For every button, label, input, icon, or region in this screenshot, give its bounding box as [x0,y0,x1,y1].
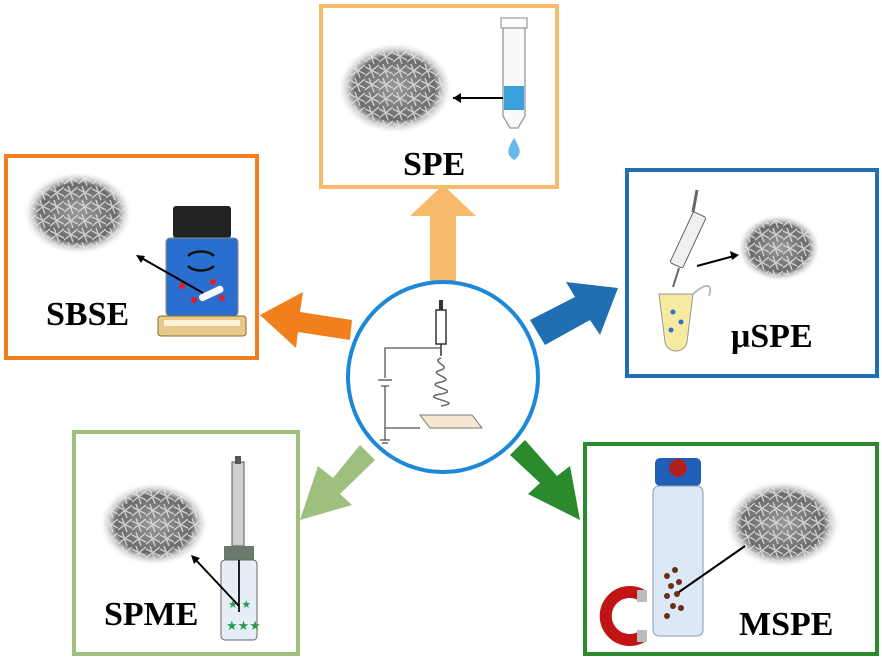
nanofiber-image-icon [99,482,209,566]
nanofiber-image-icon [337,42,453,134]
mspe-illustration [599,458,841,646]
syringe-icon [435,300,447,356]
sbse-panel: SBSE [4,154,259,360]
uspe-pointer-icon [696,255,735,267]
sbse-label: SBSE [46,296,130,333]
fiber-jet-icon [432,357,450,407]
nanofiber-image-icon [737,214,821,282]
sbse-pointer-icon [137,255,204,294]
arrow-left-sbse [260,292,352,348]
uspe-label: μSPE [731,318,813,355]
arrow-down-left-spme [300,445,375,520]
nanofiber-image-icon [23,171,133,255]
mspe-panel: MSPE [583,442,879,656]
spme-label: SPME [104,596,199,633]
uspe-illustration [658,189,821,352]
uspe-panel: μSPE [625,168,879,378]
spe-cartridge-icon [500,17,528,160]
magnet-icon [599,586,647,646]
power-circuit-icon [378,347,441,444]
microtube-icon [658,285,712,352]
sbse-illustration [23,171,247,337]
spme-illustration: ★★★ ★ ★ [99,456,261,641]
spe-illustration [337,17,528,160]
arrow-down-right-mspe [510,440,580,520]
electrospinning-center [346,280,540,474]
syringe-icon [669,189,707,288]
spme-panel: ★★★ ★ ★ SPME [72,430,300,656]
collector-plate-icon [418,414,484,429]
mspe-label: MSPE [739,606,834,643]
svg-text:★★★: ★★★ [226,619,261,634]
vial-stirrer-icon [157,206,247,337]
arrow-right-uspe [530,282,618,345]
vial-icon [652,458,704,637]
mspe-pointer-icon [678,545,746,593]
spe-panel: SPE [319,4,559,189]
spe-label: SPE [403,146,466,183]
spme-pointer-icon [193,557,240,607]
spme-fiber-holder-icon: ★★★ ★ ★ [220,456,261,641]
nanofiber-image-icon [725,480,841,568]
arrow-up-spe [410,185,476,282]
svg-text:★ ★: ★ ★ [228,598,251,611]
